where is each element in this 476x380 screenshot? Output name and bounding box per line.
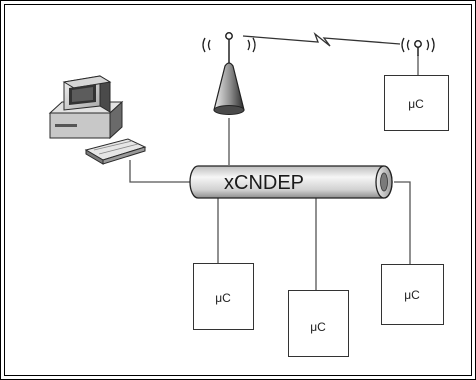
bus-label: xCNDEP: [224, 172, 304, 194]
desktop-computer-icon: [48, 75, 147, 165]
wireless-link-icon: [242, 32, 401, 47]
diagram-inner-frame: [4, 4, 472, 376]
uc-box-2: μC: [288, 290, 349, 357]
cndep-bus: xCNDEP: [189, 165, 393, 199]
bus-to-uc3-line: [394, 181, 411, 264]
connection-lines: [129, 55, 419, 290]
uc-label: μC: [310, 320, 326, 334]
remote-antenna-icon: [401, 37, 435, 56]
uc-label: μC: [408, 97, 424, 111]
uc-label: μC: [404, 288, 420, 302]
computer-to-bus-line: [129, 160, 190, 183]
uc-box-remote: μC: [384, 75, 449, 131]
uc-box-3: μC: [381, 264, 444, 325]
uc-box-1: μC: [193, 263, 254, 330]
uc-label: μC: [215, 291, 231, 305]
radio-antenna-icon: [202, 32, 256, 115]
